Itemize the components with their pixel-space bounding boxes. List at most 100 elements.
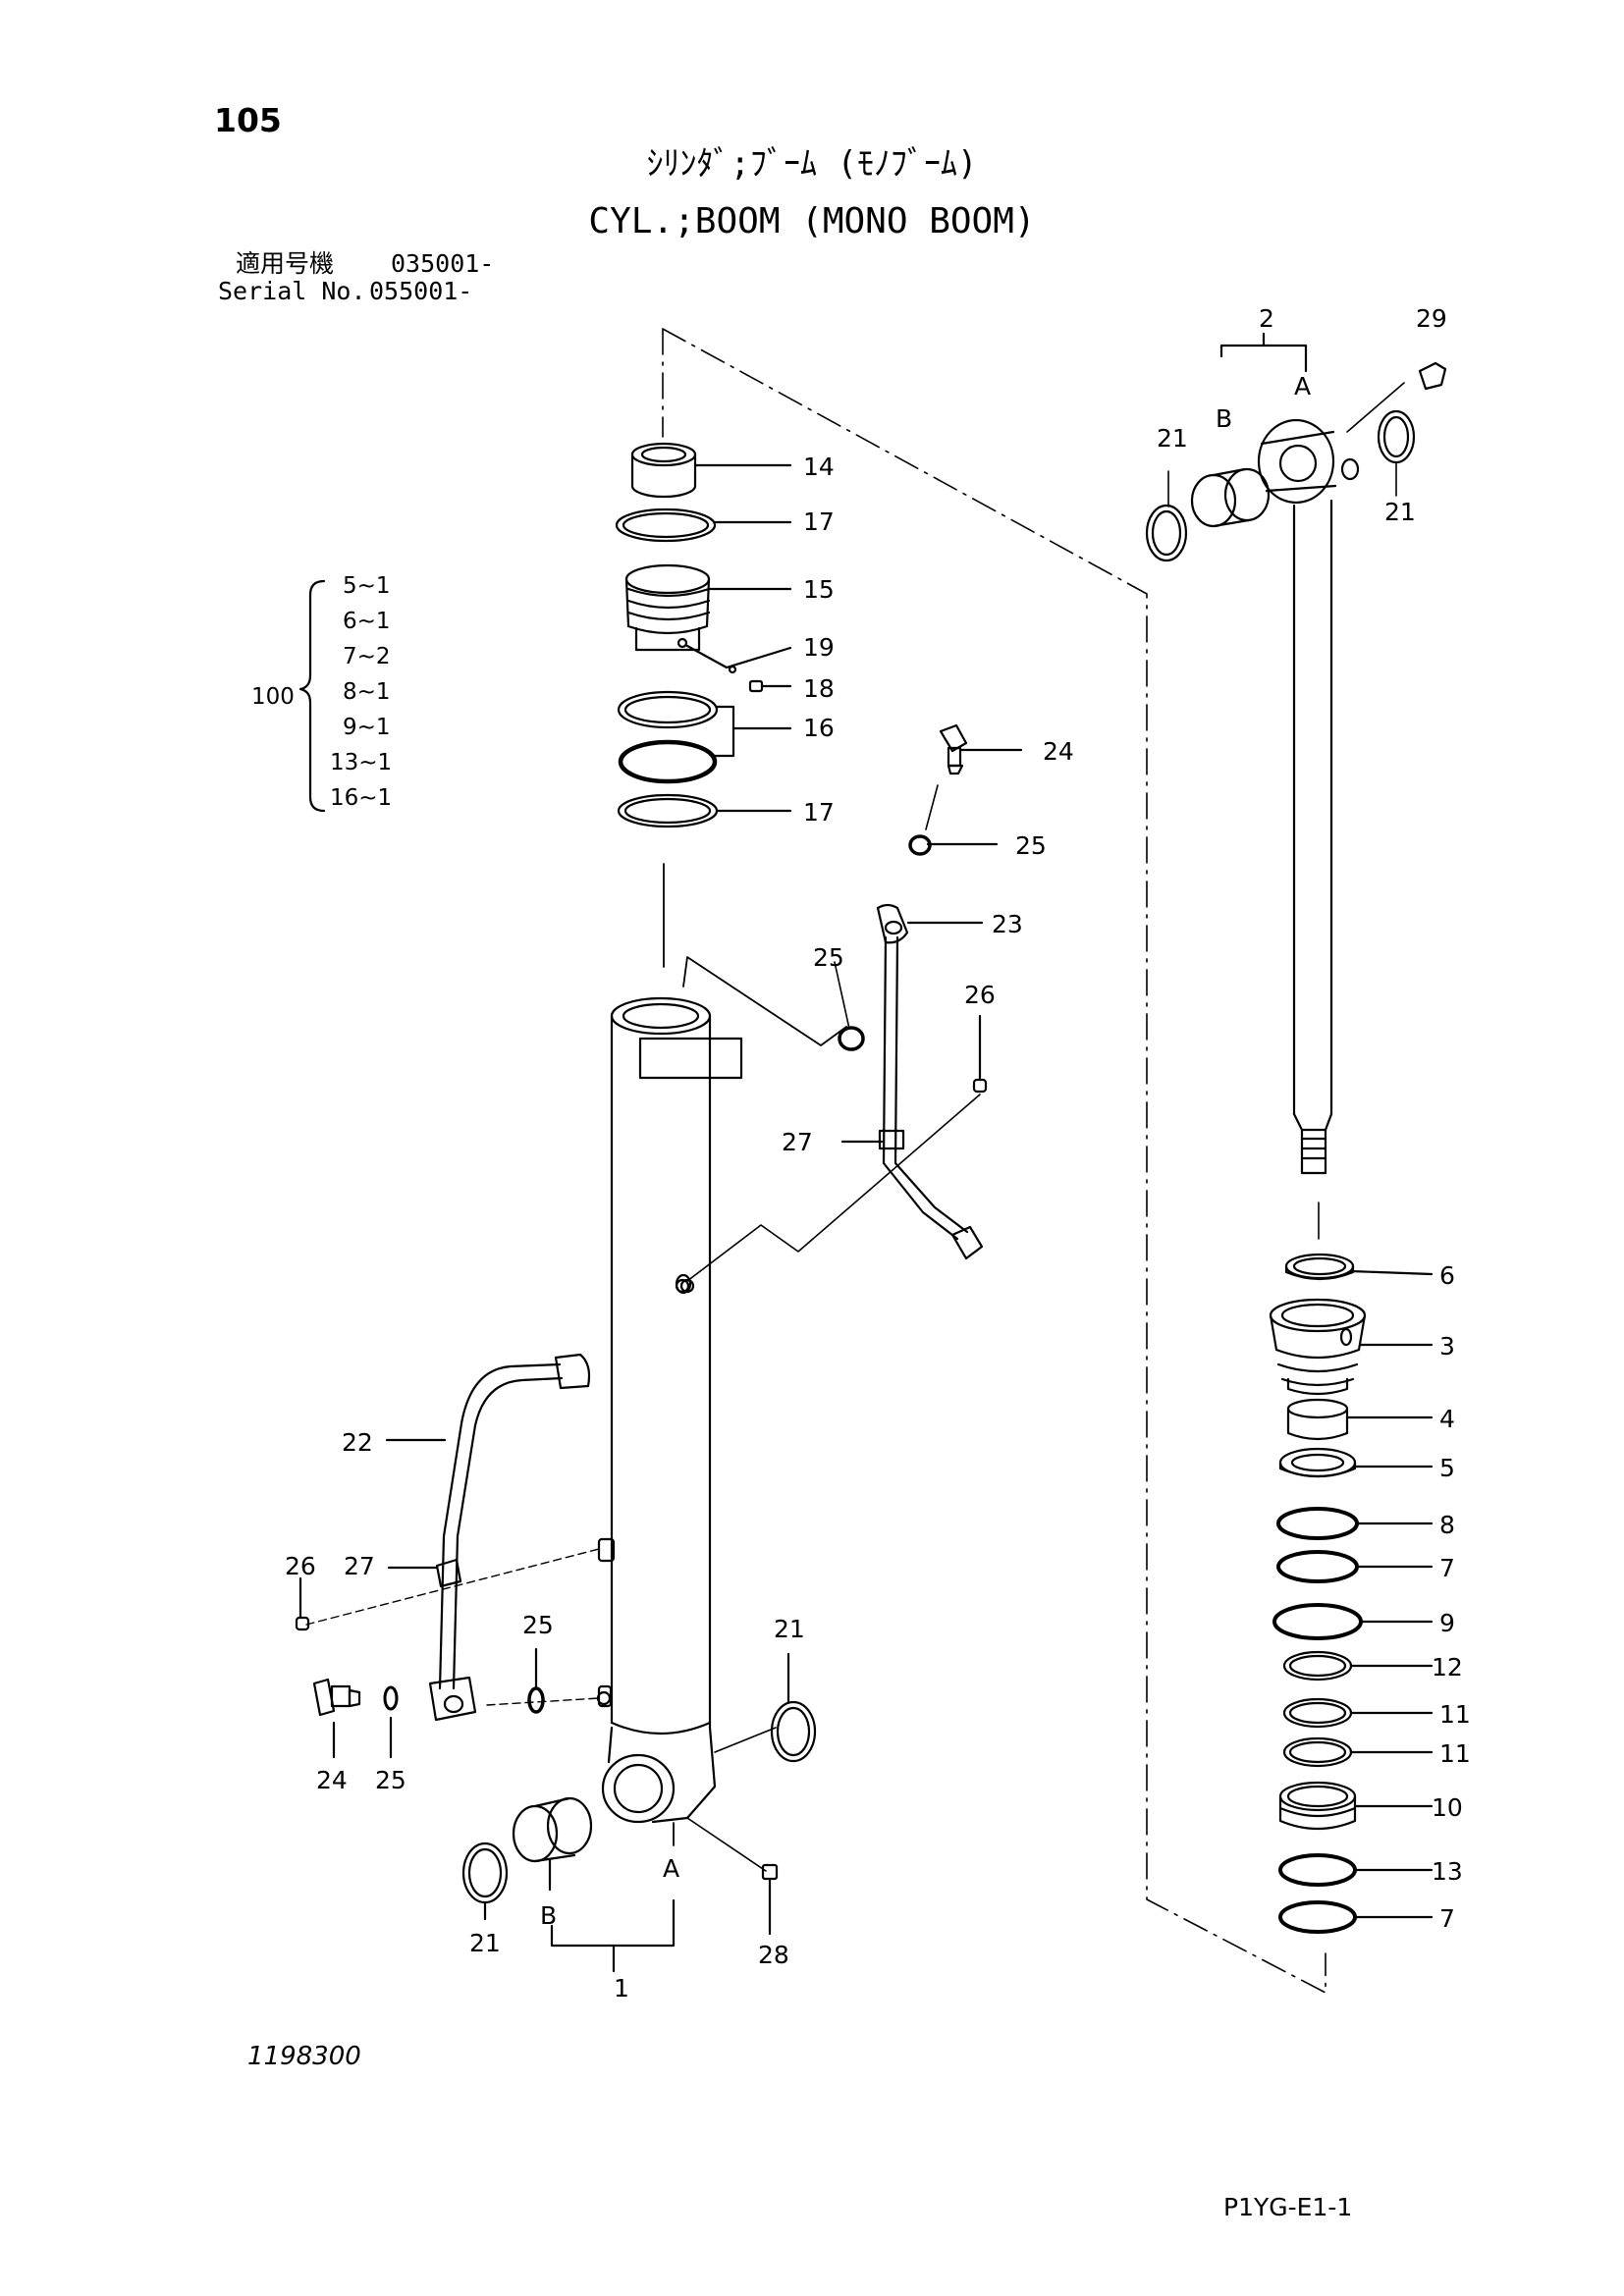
ring-11-upper-shape [1282, 1697, 1353, 1729]
ring-11-lower-shape [1282, 1736, 1353, 1768]
serial-en-value: 055001- [369, 277, 473, 305]
bolt-26-lower-shape [295, 1616, 310, 1631]
setscrew-18-shape [748, 679, 764, 693]
callout-number: 7 [1439, 1904, 1455, 1933]
callout-number: 21 [1157, 424, 1188, 453]
wear-ring-6-shape [1284, 1253, 1355, 1281]
callout-number: 9 [1439, 1609, 1455, 1637]
callout-number: 26 [285, 1552, 316, 1580]
piston-rod-2-shape [1292, 499, 1333, 1175]
callout-number: 7 [1439, 1554, 1455, 1582]
callout-number: 2 [1259, 304, 1274, 333]
callout-number: 11 [1439, 1700, 1471, 1729]
grease-fitting-29-shape [1418, 361, 1447, 391]
callout-number: 3 [1439, 1332, 1455, 1361]
ring-10-shape [1278, 1781, 1357, 1831]
piston-3-shape [1269, 1298, 1367, 1396]
bushing-b-right-shape [1190, 467, 1271, 528]
callout-number: 23 [992, 910, 1023, 938]
callout-number: 11 [1439, 1739, 1471, 1768]
callout-number: 24 [1043, 737, 1074, 766]
callout-number: 25 [813, 943, 844, 972]
rod-eye-a-shape [1257, 418, 1360, 505]
ring-25-upper-shape [908, 834, 932, 856]
callout-number: 25 [375, 1766, 406, 1794]
pipe-22-shape [428, 1353, 591, 1722]
title-english: CYL.;BOOM (MONO BOOM) [588, 201, 1036, 241]
serial-ja-value: 035001- [391, 249, 495, 278]
ring-25-lower-shape [527, 1686, 545, 1714]
callout-number: 28 [758, 1941, 789, 1969]
ring-25-left-shape [383, 1685, 399, 1711]
drawing-number: 1198300 [247, 2042, 361, 2071]
seal-21-right-shape [770, 1700, 817, 1763]
kit-item: 16~1 [330, 785, 392, 811]
bushing-14-shape [630, 442, 697, 499]
callout-number: 16 [803, 714, 835, 742]
backup-ring-17-top-shape [615, 507, 717, 543]
kit-id-label: 100 [251, 684, 295, 710]
serial-en-label: Serial No. [218, 277, 366, 305]
backup-ring-17-bottom-shape [617, 793, 719, 828]
sub-letter: A [663, 1854, 679, 1883]
bolt-26-upper-shape [972, 1078, 988, 1094]
bushing-4-shape [1286, 1398, 1349, 1441]
callout-number: 21 [469, 1929, 501, 1957]
o-ring-8-shape [1276, 1507, 1359, 1540]
bushing-b-left-shape [512, 1796, 593, 1863]
callout-number: 17 [803, 507, 835, 536]
callout-number: 26 [964, 981, 996, 1009]
ring-12-shape [1282, 1650, 1353, 1682]
serial-ja-label: 適用号機 [236, 249, 335, 278]
page-code: P1YG-E1-1 [1223, 2193, 1353, 2221]
title-japanese: ｼﾘﾝﾀﾞ;ﾌﾞｰﾑ (ﾓﾉﾌﾞｰﾑ) [646, 144, 978, 184]
callout-number: 27 [344, 1552, 375, 1580]
callout-number: 17 [803, 798, 835, 827]
kit-item: 6~1 [343, 609, 391, 634]
kit-item: 7~2 [343, 644, 391, 669]
callout-number: 19 [803, 633, 835, 662]
seal-21-rod-left-shape [1145, 504, 1188, 562]
sub-letter: B [540, 1901, 557, 1930]
sub-letter: B [1216, 404, 1232, 433]
cylinder-tube-1-shape [596, 996, 743, 1824]
kit-item: 5~1 [343, 573, 391, 599]
callout-number: 8 [1439, 1511, 1455, 1539]
pipe-23-shape [838, 903, 984, 1260]
o-ring-9-shape [1272, 1603, 1363, 1640]
page-number: 105 [214, 101, 282, 139]
callout-number: 15 [803, 575, 835, 604]
sub-letter: A [1294, 372, 1311, 400]
seal-21-rod-right-shape [1377, 409, 1416, 464]
seal-21-left-shape [461, 1842, 509, 1904]
grease-fitting-28-shape [761, 1863, 779, 1881]
callout-number: 21 [1384, 498, 1416, 526]
callout-number: 25 [1015, 831, 1047, 860]
callout-number: 13 [1432, 1857, 1463, 1886]
callout-number: 18 [803, 674, 835, 703]
cylinder-head-15-shape [624, 563, 711, 652]
o-ring-7-lower-shape [1278, 1900, 1357, 1934]
fitting-24-upper-shape [939, 723, 968, 775]
callout-number: 24 [316, 1766, 348, 1794]
seal-16-shape [617, 690, 719, 784]
callout-number: 6 [1439, 1261, 1455, 1290]
kit-item: 9~1 [343, 715, 391, 740]
fitting-24-lower-shape [312, 1678, 361, 1717]
kit-item: 13~1 [330, 750, 392, 775]
callout-number: 27 [782, 1128, 813, 1156]
seal-5-shape [1278, 1447, 1357, 1478]
o-ring-7-shape [1276, 1550, 1359, 1583]
callout-number: 4 [1439, 1405, 1455, 1433]
callout-number: 14 [803, 453, 835, 481]
callout-number: 10 [1432, 1793, 1463, 1822]
callout-number: 22 [342, 1428, 373, 1457]
callout-number: 1 [614, 1974, 629, 2002]
callout-number: 29 [1416, 304, 1447, 333]
kit-item: 8~1 [343, 679, 391, 705]
assembly-guide-line [662, 328, 1326, 1994]
callout-number: 12 [1432, 1653, 1463, 1682]
callout-number: 5 [1439, 1454, 1455, 1482]
callout-number: 25 [522, 1611, 554, 1639]
